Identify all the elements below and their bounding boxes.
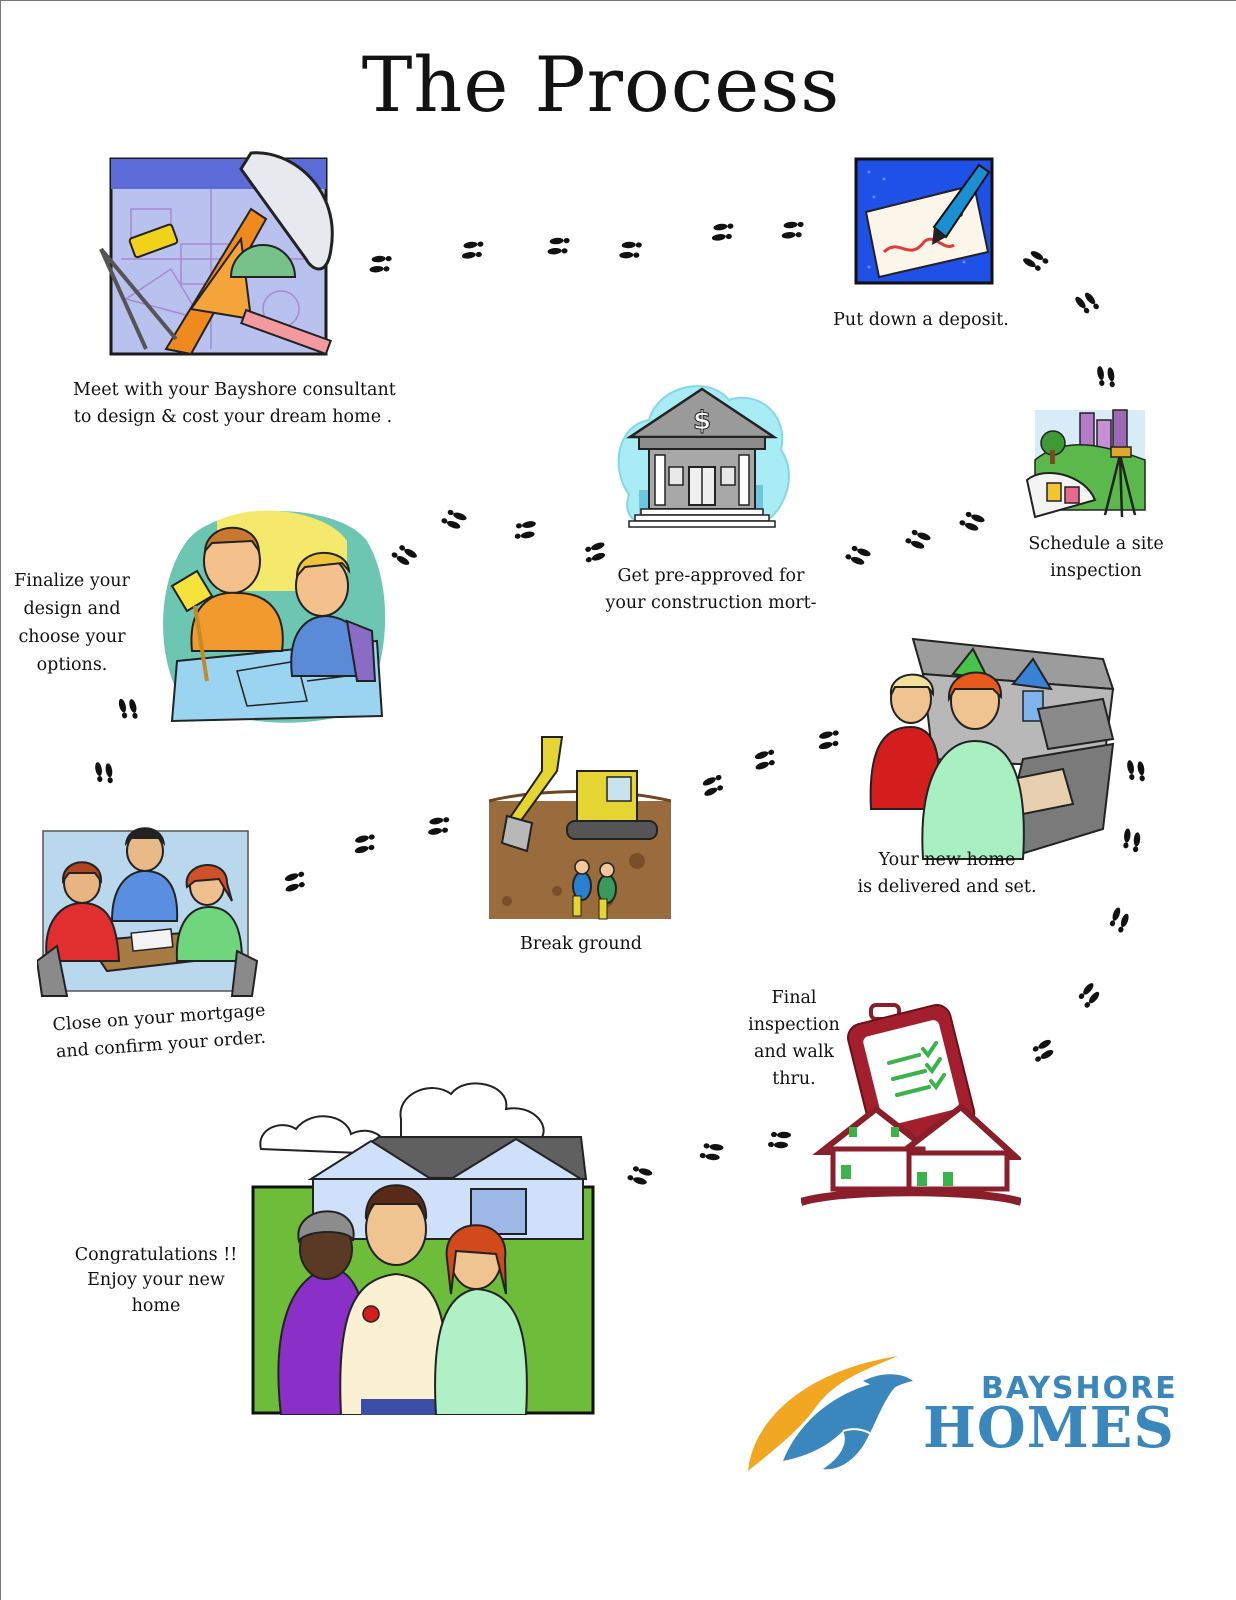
footprint-icon (390, 543, 418, 569)
footprint-icon (1076, 981, 1103, 1009)
footprint-icon (426, 816, 451, 836)
footprint-icon (460, 240, 485, 259)
excavator-icon (487, 731, 673, 923)
step-close-mortgage-caption: Close on your mortgage and confirm your … (51, 1000, 267, 1063)
meeting-at-table-icon (37, 821, 259, 999)
footprint-icon (619, 241, 643, 259)
footprint-icon (118, 695, 140, 721)
step-delivered-caption: Your new home is delivered and set. (857, 850, 1037, 898)
footprint-icon (546, 237, 570, 255)
footprint-icon (958, 510, 985, 533)
footprint-icon (368, 255, 392, 273)
step-site-inspection-caption: Schedule a site inspection (1028, 534, 1164, 582)
footprint-icon (844, 544, 871, 567)
footprint-icon (281, 870, 308, 893)
logo-word-bayshore: BAYSHORE (981, 1371, 1178, 1406)
step-break-ground-caption: Break ground (519, 934, 643, 954)
footprint-icon (1022, 248, 1050, 274)
footprint-icon (627, 1165, 653, 1187)
footprint-icon (440, 508, 467, 531)
bayshore-dolphin-logo-icon (748, 1356, 913, 1471)
footprint-icon (94, 760, 114, 785)
footprint-icon (513, 520, 538, 540)
footprint-icon (904, 528, 931, 551)
surveyor-site-icon (1025, 405, 1151, 525)
couple-viewing-home-icon (863, 629, 1123, 861)
footprint-icon (1074, 289, 1101, 317)
footprint-icon (768, 1132, 791, 1148)
step-design-caption: Meet with your Bayshore consultant to de… (73, 380, 396, 428)
footprint-icon (351, 833, 377, 855)
footprint-icon (1108, 906, 1131, 933)
footprint-icon (815, 729, 841, 751)
footprint-icon (710, 222, 735, 241)
clipboard-house-icon (801, 997, 1021, 1209)
designers-at-table-icon (157, 501, 389, 726)
footprint-icon (1123, 828, 1141, 852)
bank-building-icon: $ (609, 375, 795, 545)
bayshore-homes-logo: BAYSHORE HOMES (743, 1351, 1176, 1481)
svg-text:$: $ (693, 406, 711, 436)
step-pre-approval-caption: Get pre-approved for your construction m… (605, 566, 817, 614)
footprint-icon (1029, 1038, 1057, 1064)
footprint-icon (582, 541, 609, 564)
step-deposit-caption: Put down a deposit. (833, 310, 1009, 330)
family-new-home-icon (251, 1079, 596, 1415)
check-pen-icon: $ (854, 157, 994, 285)
blueprint-drafting-icon (91, 149, 351, 364)
footprint-icon (1096, 364, 1116, 389)
page-title: The Process (361, 40, 841, 129)
step-congratulations-caption: Congratulations !! Enjoy your new home (74, 1245, 238, 1316)
logo-word-homes: HOMES (923, 1395, 1175, 1461)
footprint-icon (751, 748, 778, 771)
step-finalize-caption: Finalize your design and choose your opt… (14, 571, 130, 675)
footprint-icon (699, 1143, 723, 1161)
footprint-icon (699, 773, 727, 798)
step-final-inspection-caption: Final inspection and walk thru. (748, 988, 840, 1090)
footprint-icon (780, 220, 805, 239)
footprint-icon (1126, 758, 1146, 783)
